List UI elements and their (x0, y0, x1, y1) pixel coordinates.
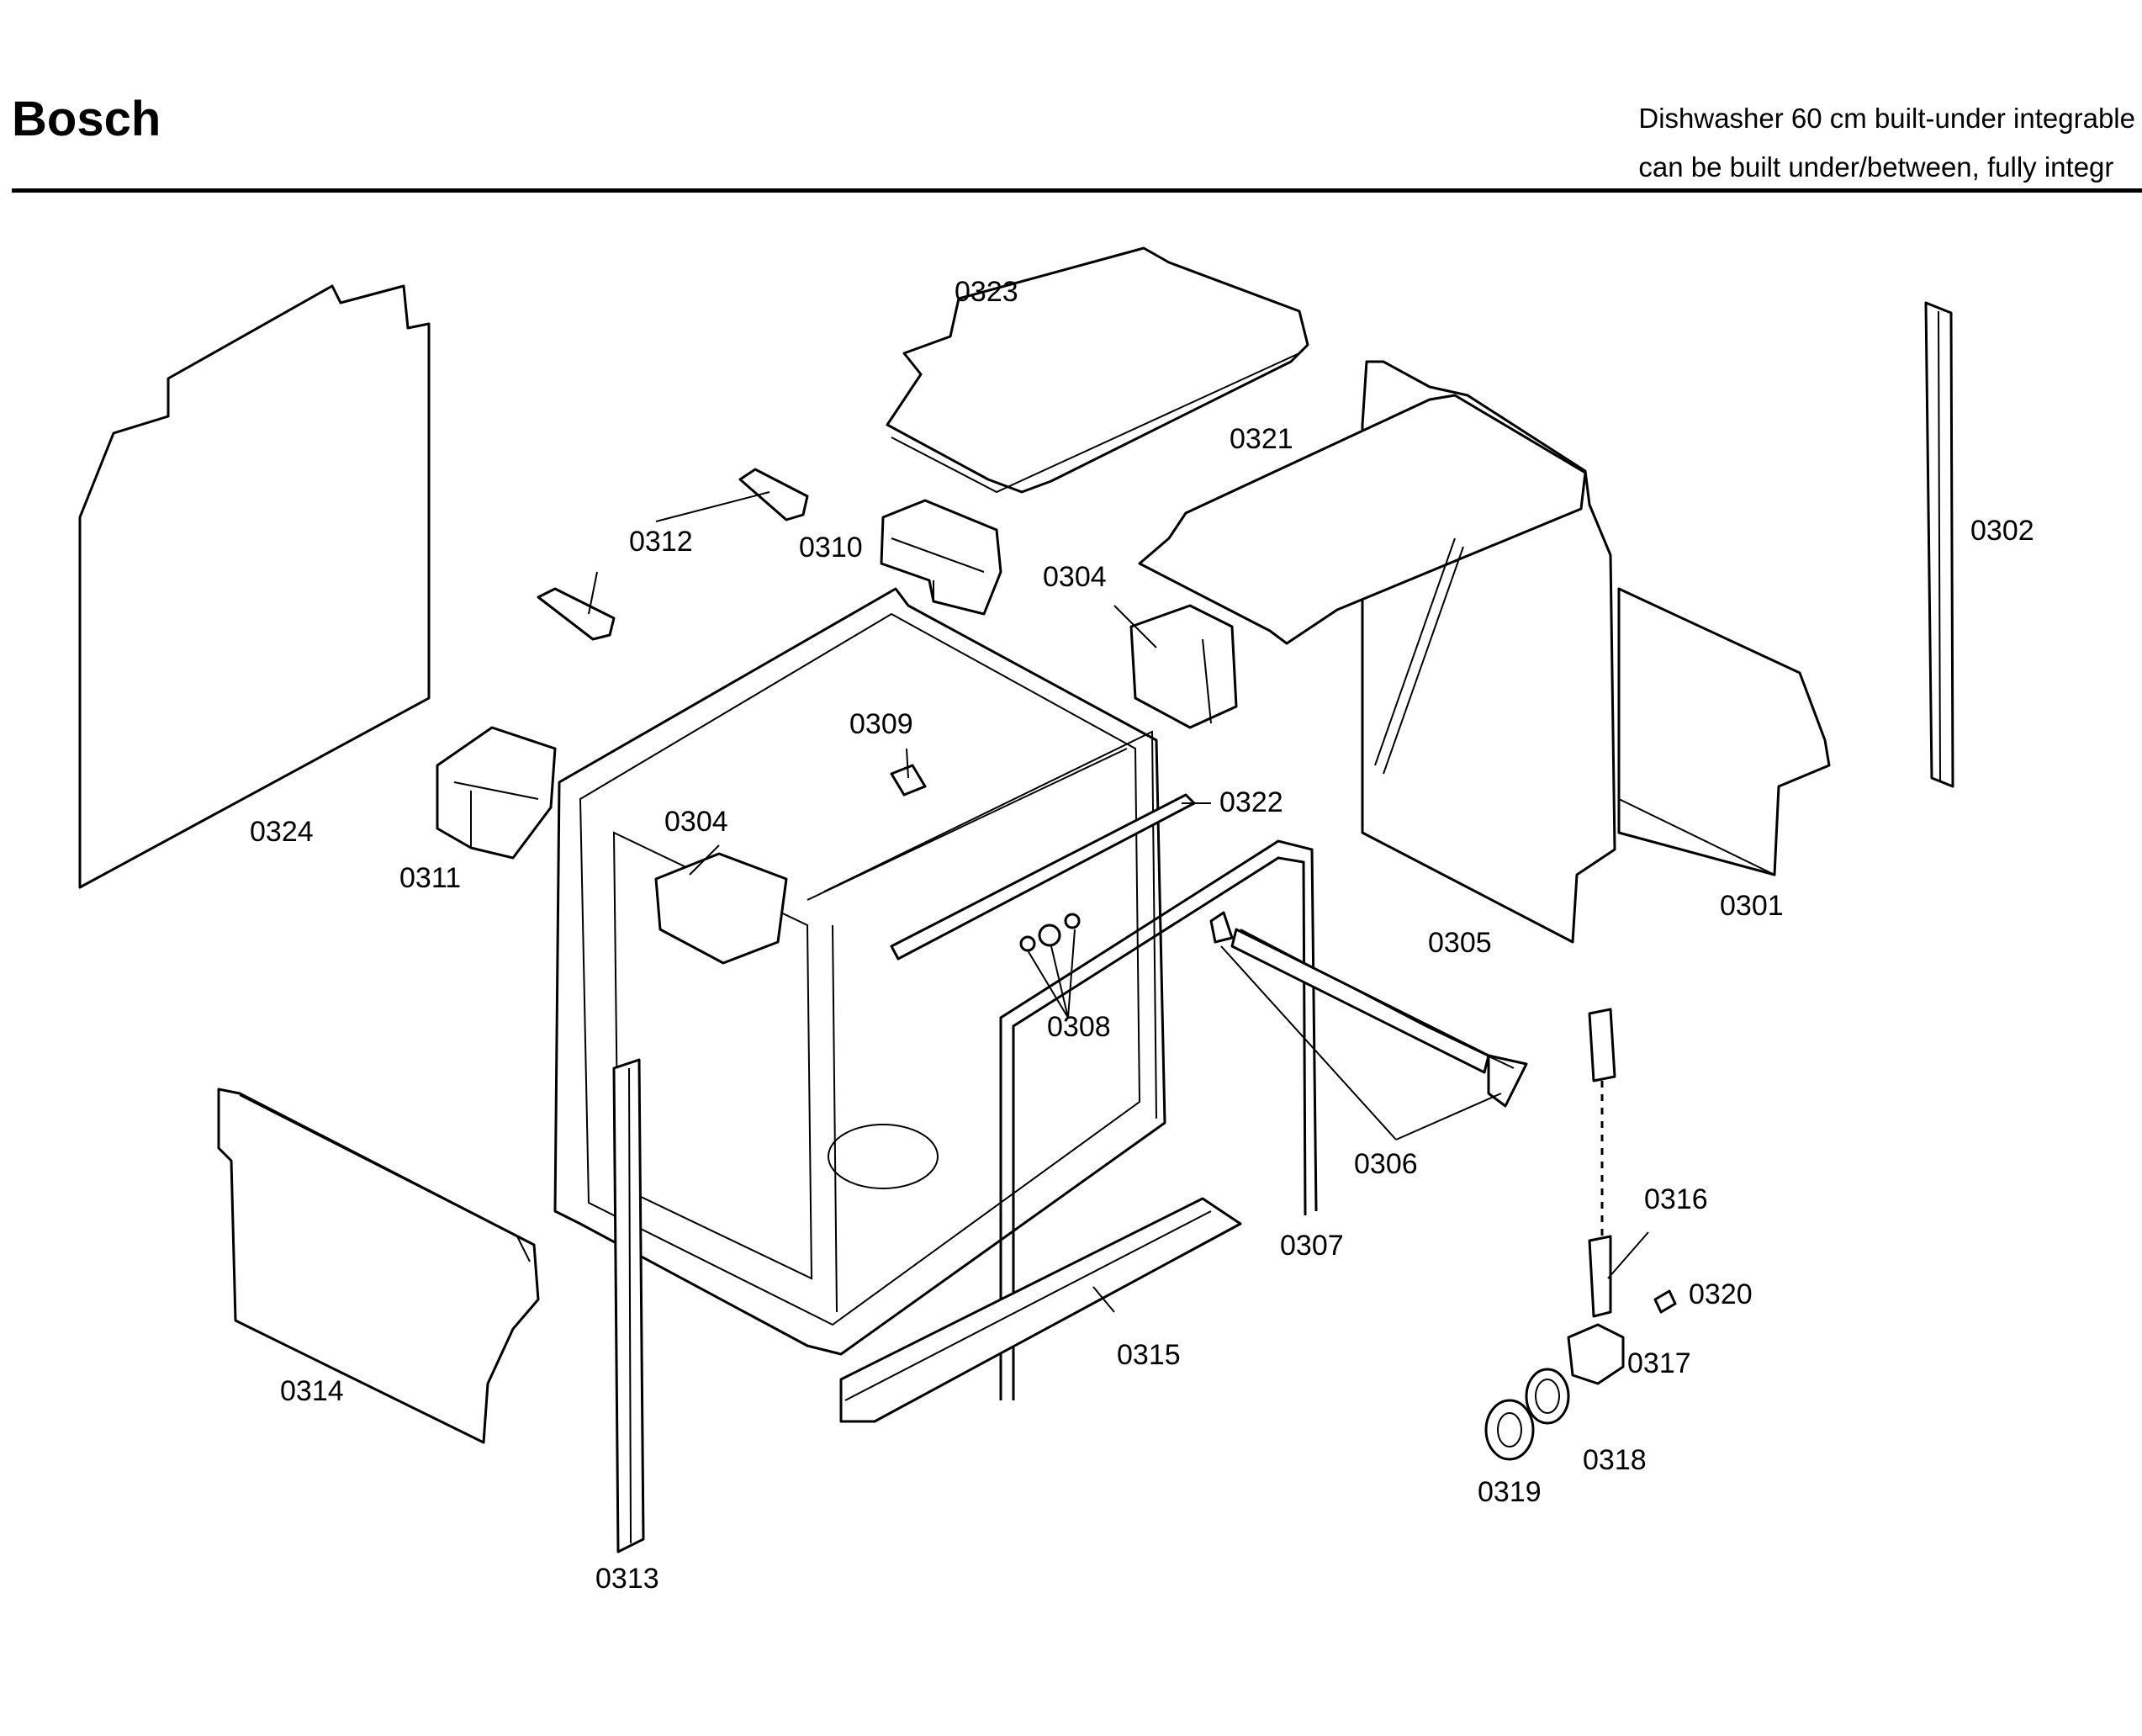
part-0324-side-panel (78, 284, 431, 889)
part-0315-bottom-plate (839, 1197, 1242, 1423)
part-0323-top-panel (886, 246, 1309, 494)
part-0319-cap (1484, 1399, 1535, 1461)
part-0317-fitting (1567, 1323, 1625, 1385)
label-0306: 0306 (1354, 1148, 1418, 1180)
label-0322: 0322 (1219, 786, 1283, 818)
part-0321-insulation (1138, 360, 1616, 944)
label-0318: 0318 (1583, 1444, 1647, 1476)
part-0308-wheels (1019, 913, 1081, 952)
part-0310-hinge-block (880, 499, 1002, 616)
label-0309: 0309 (849, 708, 913, 740)
label-0304-left: 0304 (664, 806, 728, 838)
label-0323: 0323 (955, 276, 1018, 308)
brand-logo-text: Bosch (12, 92, 161, 146)
label-0320: 0320 (1689, 1278, 1753, 1310)
label-0319: 0319 (1478, 1476, 1542, 1508)
label-0316: 0316 (1644, 1183, 1708, 1215)
label-0324: 0324 (250, 816, 314, 848)
leader-lines (588, 491, 1649, 1313)
part-0312-brackets (537, 468, 809, 641)
product-description-line1: Dishwasher 60 cm built-under integrable (1638, 103, 2135, 134)
label-0313: 0313 (595, 1563, 659, 1595)
part-0316-hose (1588, 1008, 1616, 1318)
label-0314: 0314 (280, 1375, 344, 1407)
part-0304-bracket-right (1129, 604, 1238, 729)
label-0315: 0315 (1117, 1339, 1181, 1371)
label-0302: 0302 (1970, 515, 2034, 547)
part-0320-screw (1653, 1289, 1677, 1314)
product-description: Dishwasher 60 cm built-under integrable … (1638, 94, 2135, 192)
product-description-line2: can be built under/between, fully integr (1638, 151, 2114, 183)
label-0304-right: 0304 (1043, 561, 1107, 593)
part-0318-ring (1525, 1368, 1570, 1425)
part-0305-rail (1209, 911, 1528, 1108)
label-0308: 0308 (1047, 1011, 1111, 1043)
header-divider (12, 188, 2142, 193)
part-0313-strip (612, 1058, 645, 1553)
label-0312: 0312 (629, 526, 693, 558)
part-0302-trim-strip (1924, 301, 1954, 788)
label-0310: 0310 (799, 532, 863, 564)
label-0311: 0311 (399, 862, 461, 894)
label-0317: 0317 (1627, 1347, 1691, 1379)
part-0311-hinge-block (436, 726, 557, 860)
label-0305: 0305 (1428, 927, 1492, 959)
label-0321: 0321 (1230, 423, 1293, 455)
part-0314-toe-kick (217, 1088, 540, 1444)
label-0301: 0301 (1720, 890, 1784, 922)
label-0307: 0307 (1280, 1230, 1344, 1262)
part-0301-base-plate (1617, 587, 1831, 876)
